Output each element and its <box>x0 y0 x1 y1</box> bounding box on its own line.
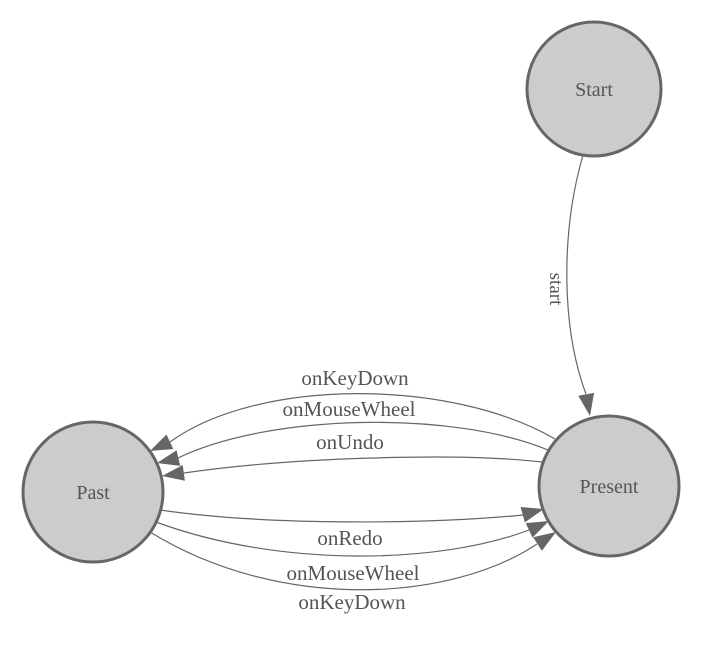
arrowhead-start-present-icon <box>578 392 595 416</box>
node-label-start: Start <box>575 79 613 101</box>
arrowheads <box>150 392 595 551</box>
node-label-past: Past <box>76 482 110 504</box>
edge-path-present-past-onkeydown <box>169 393 556 443</box>
edge-path-past-present-onkeydown <box>149 531 538 591</box>
node-past[interactable] <box>21 420 165 564</box>
edge-path-present-past-onmousewheel <box>177 421 549 459</box>
arrowhead-past-present-onredo-icon <box>520 507 544 523</box>
arrowhead-present-past-onkeydown-icon <box>150 434 174 451</box>
edge-label-onredo: onRedo <box>317 526 382 550</box>
nodes <box>21 20 681 564</box>
edge-label-onkeydown-bottom: onKeyDown <box>298 590 406 614</box>
node-circles <box>21 20 681 564</box>
edge-path-past-present-onredo <box>159 509 524 523</box>
edge-label-onkeydown-top: onKeyDown <box>301 366 409 390</box>
arrowhead-past-present-onmousewheel-icon <box>525 521 549 538</box>
node-start[interactable] <box>525 20 663 158</box>
edge-lines <box>149 154 587 591</box>
edge-path-past-present-onmousewheel <box>155 521 530 557</box>
edge-path-start-present <box>566 154 587 395</box>
edge-label-onundo: onUndo <box>316 430 384 454</box>
node-present[interactable] <box>537 414 681 558</box>
arrowhead-past-present-onkeydown-icon <box>533 532 556 551</box>
node-label-present: Present <box>580 476 639 498</box>
arrowhead-present-past-onundo-icon <box>162 465 185 481</box>
edge-label-onmousewheel-bottom: onMouseWheel <box>287 561 420 585</box>
arrowhead-present-past-onmousewheel-icon <box>157 450 181 466</box>
edge-label-onmousewheel-top: onMouseWheel <box>283 397 416 421</box>
edge-labels: start onKeyDown onMouseWheel onUndo onRe… <box>283 273 566 614</box>
edge-path-present-past-onundo <box>183 456 543 474</box>
node-labels: Start Past Present <box>76 79 639 504</box>
edge-label-start: start <box>545 273 566 306</box>
